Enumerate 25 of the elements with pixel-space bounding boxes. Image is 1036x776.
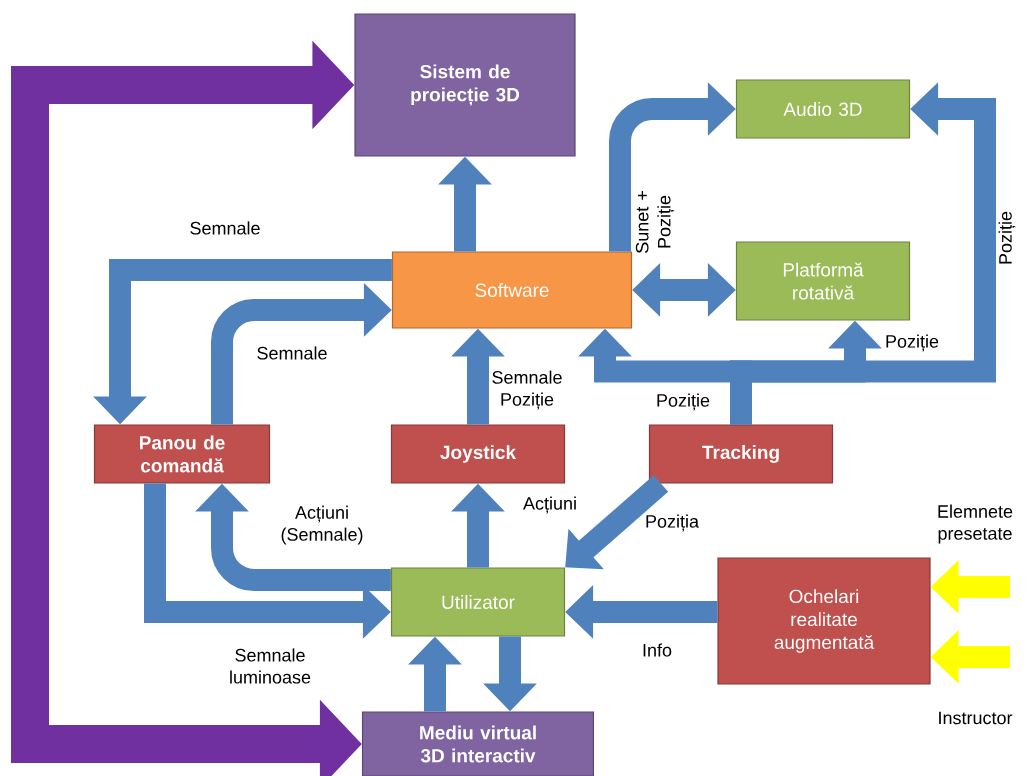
process-box: Sistem de proiecție 3D bbox=[354, 13, 576, 157]
process-box: Platformă rotativă bbox=[735, 241, 911, 321]
edge-label: Semnale Poziție bbox=[492, 370, 562, 410]
edge-label: Poziție bbox=[886, 334, 939, 352]
process-box: Panou de comandă bbox=[93, 424, 271, 484]
process-box: Tracking bbox=[648, 424, 834, 484]
edge-label: Sunet + Poziție bbox=[635, 191, 675, 253]
edge-label: Acțiuni bbox=[523, 496, 576, 514]
process-box: Ochelari realitate augmentată bbox=[717, 557, 931, 685]
process-box: Joystick bbox=[390, 424, 566, 484]
edge-label: Info bbox=[643, 643, 672, 657]
edge-label: Semnale luminoase bbox=[230, 648, 311, 684]
edge-label: Instructor bbox=[939, 711, 1013, 725]
process-box: Utilizator bbox=[390, 567, 566, 637]
edge-label: Elemnete presetate bbox=[938, 504, 1013, 544]
process-box: Audio 3D bbox=[735, 79, 911, 139]
arrow bbox=[565, 475, 669, 570]
process-box: Software bbox=[391, 251, 633, 329]
process-box: Mediu virtual 3D interactiv bbox=[361, 711, 595, 776]
edge-label: Poziție bbox=[998, 211, 1016, 264]
edge-label: Acțiuni (Semnale) bbox=[281, 505, 363, 545]
edge-label: Semnale bbox=[190, 221, 260, 235]
edge-label: Poziția bbox=[646, 514, 699, 532]
edge-label: Semnale bbox=[257, 346, 327, 360]
edge-label: Poziție bbox=[657, 393, 710, 411]
